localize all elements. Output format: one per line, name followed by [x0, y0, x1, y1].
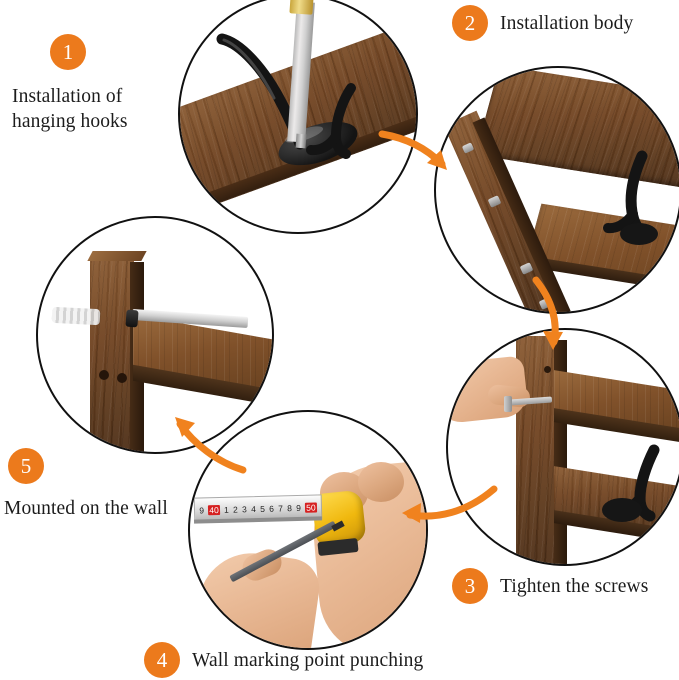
step-3-caption: Tighten the screws	[500, 576, 649, 597]
step-1-caption: Installation of hanging hooks	[12, 86, 128, 132]
coat-hook	[603, 150, 658, 245]
tape-mark: 2	[232, 504, 238, 515]
tape-mark: 4	[250, 503, 256, 514]
tape-mark-highlight: 50	[305, 501, 317, 513]
step-2-photo	[434, 66, 679, 314]
step-2-caption: Installation body	[500, 13, 634, 34]
post-pilot-hole	[544, 366, 551, 373]
step-4-photo-content: 9 40 1 2 3 4 5 6 7 8 9 50	[190, 412, 426, 648]
step-5-photo-content	[38, 218, 272, 452]
upright-post-top	[87, 251, 147, 261]
mounting-screw-head	[125, 309, 139, 328]
step-4-caption: Wall marking point punching	[192, 650, 424, 671]
tape-mark: 7	[278, 502, 283, 513]
step-1-photo-content	[180, 0, 416, 232]
step-5-badge: 5	[8, 448, 44, 484]
step-4-badge: 4	[144, 642, 180, 678]
tape-mark: 6	[268, 503, 274, 514]
step-2-photo-content	[436, 68, 679, 312]
tape-mark: 8	[287, 502, 293, 513]
step-1-photo	[178, 0, 418, 234]
wall-anchor	[51, 306, 101, 326]
step-1-badge: 1	[50, 34, 86, 70]
screwdriver-tip	[295, 133, 307, 149]
hex-key-bend	[504, 396, 512, 412]
tape-mark: 9	[296, 502, 302, 513]
screwdriver-ferrule	[289, 0, 314, 15]
step-5-caption: Mounted on the wall	[4, 498, 168, 519]
tape-mark: 9	[199, 504, 205, 516]
coat-hook	[602, 444, 660, 522]
step-3-badge: 3	[452, 568, 488, 604]
tape-mark-highlight: 40	[208, 504, 220, 515]
step-3-photo	[446, 328, 679, 566]
step-4-photo: 9 40 1 2 3 4 5 6 7 8 9 50	[188, 410, 428, 650]
step-2-badge: 2	[452, 5, 488, 41]
knuckle	[358, 462, 404, 502]
tape-mark: 5	[259, 503, 265, 514]
upright-post	[90, 256, 134, 452]
post-hole	[99, 370, 109, 380]
tape-mark: 3	[241, 503, 247, 514]
step-3-photo-content	[448, 330, 679, 564]
tape-mark: 1	[223, 504, 229, 515]
step-5-photo	[36, 216, 274, 454]
post-hole	[117, 373, 127, 383]
